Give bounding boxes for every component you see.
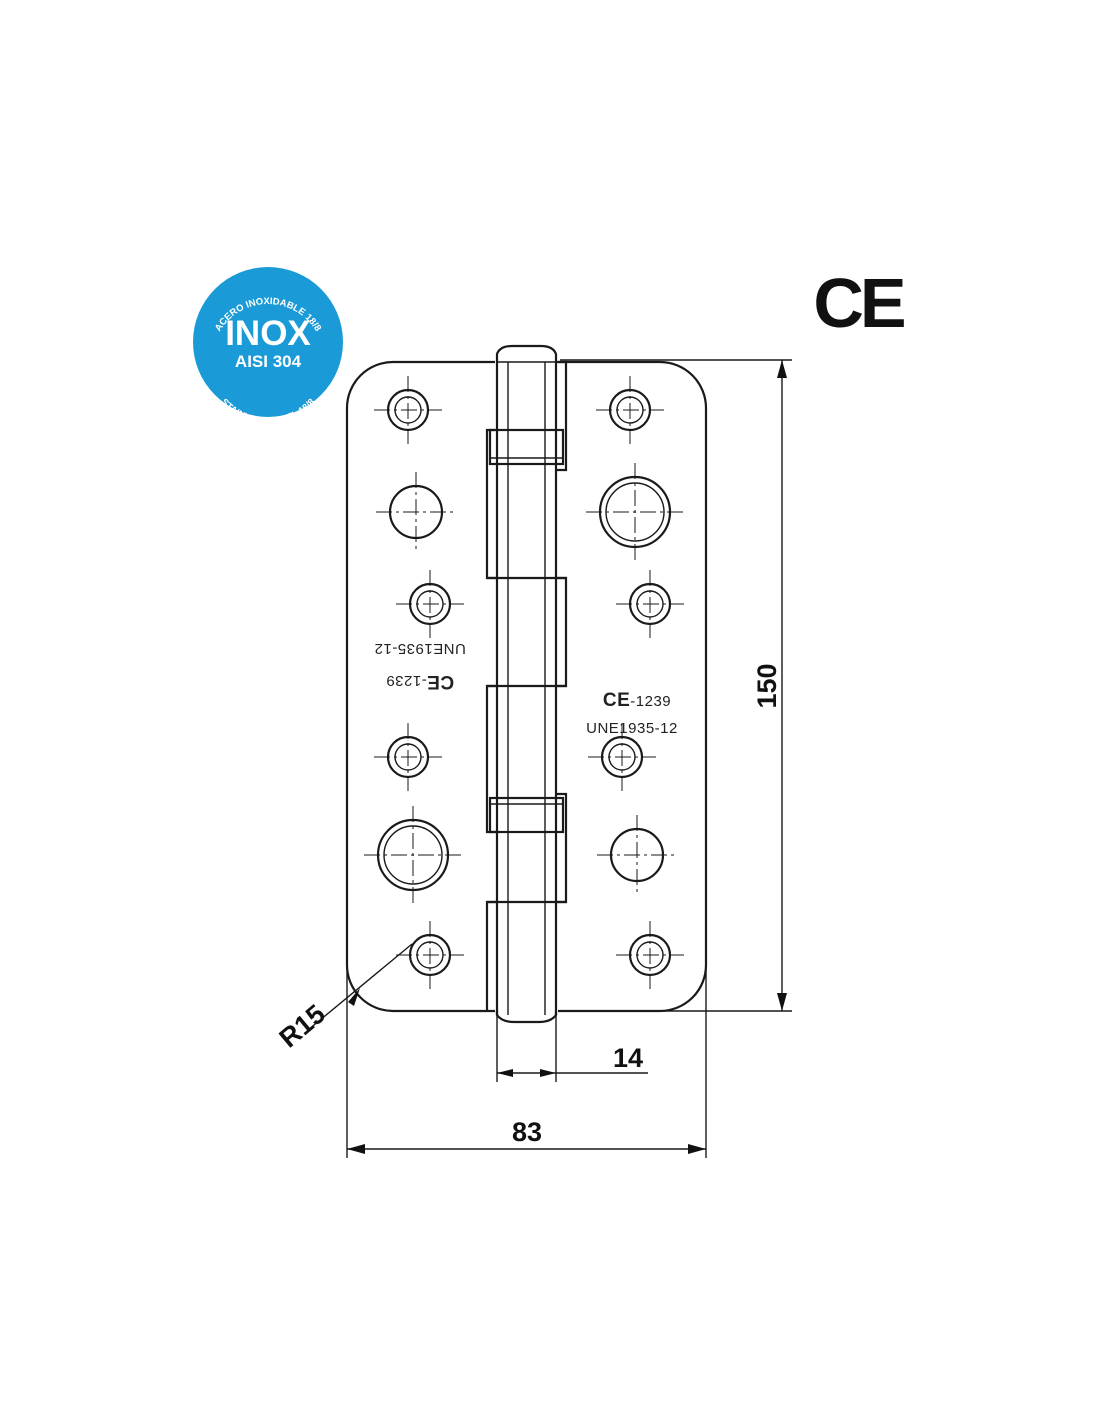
screw-hole: [364, 806, 462, 904]
height-value: 150: [752, 663, 782, 708]
knuckle-dimension: 14: [496, 1015, 648, 1082]
right-leaf-marking: CE-1239 UNE1935-12: [586, 690, 678, 737]
screw-hole: [396, 921, 464, 989]
screw-holes: [364, 376, 684, 989]
screw-hole: [586, 463, 684, 561]
knuckle-value: 14: [613, 1043, 643, 1073]
screw-hole: [616, 921, 684, 989]
width-dimension: 83: [346, 965, 707, 1158]
radius-dimension: R15: [274, 943, 413, 1054]
right-standard-text: UNE1935-12: [586, 720, 678, 737]
screw-hole: [597, 815, 677, 895]
screw-hole: [374, 723, 442, 791]
screw-hole: [376, 472, 456, 552]
left-leaf-marking: CE-1239 UNE1935-12: [374, 640, 466, 692]
svg-text:CE-1239: CE-1239: [386, 671, 454, 692]
right-leaf-outline: [558, 360, 708, 1013]
screw-hole: [596, 376, 664, 444]
inox-stainless-badge: ACERO INOXIDABLE 18/8 INOX AISI 304 STAI…: [193, 267, 343, 427]
right-ce-number: -1239: [630, 693, 671, 710]
left-ce-number: -1239: [386, 672, 427, 689]
left-standard-text: UNE1935-12: [374, 640, 466, 657]
screw-hole: [374, 376, 442, 444]
badge-title: INOX: [225, 314, 311, 353]
badge-subtitle: AISI 304: [235, 352, 302, 371]
width-value: 83: [512, 1117, 542, 1147]
height-dimension: 150: [560, 359, 792, 1012]
left-leaf-outline: [345, 360, 495, 1013]
screw-hole: [396, 570, 464, 638]
screw-hole: [588, 723, 656, 791]
ce-mark: CE: [813, 264, 904, 342]
svg-text:CE-1239: CE-1239: [603, 690, 671, 711]
hinge-knuckles: [485, 344, 568, 1024]
screw-hole: [616, 570, 684, 638]
radius-value: R15: [274, 999, 331, 1054]
